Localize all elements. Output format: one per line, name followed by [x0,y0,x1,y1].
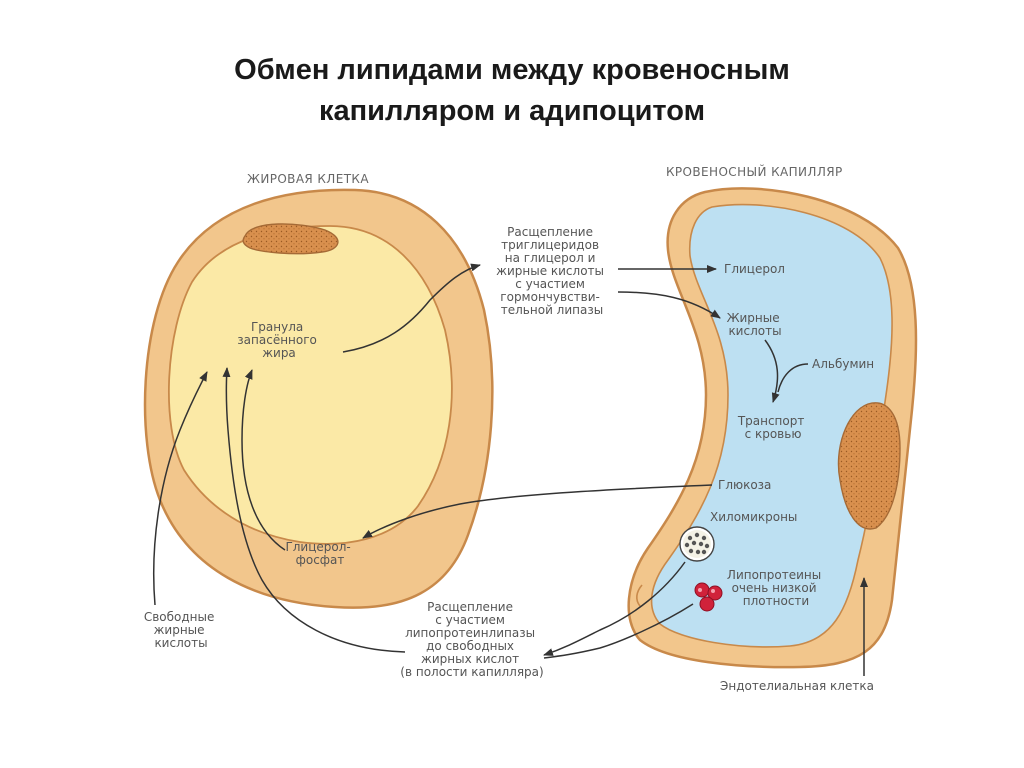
labels: ЖИРОВАЯ КЛЕТКА КРОВЕНОСНЫЙ КАПИЛЛЯР Гран… [144,164,874,693]
label-fat-cell: ЖИРОВАЯ КЛЕТКА [247,172,369,186]
endothelial-nucleus [837,402,901,530]
label-albumin: Альбумин [812,357,874,371]
chylomicron-particle [679,526,715,562]
title-line-1: Обмен липидами между кровеносным [234,54,790,86]
arrow-lpl-to-granule [222,367,406,653]
vldl-particles [694,582,723,612]
label-endothelial-cell: Эндотелиальная клетка [720,679,874,693]
label-free-fatty-acids: Свободные жирные кислоты [144,610,218,650]
arrow-vldl-to-lpl [543,603,694,659]
arrow-albumin-merge [777,363,809,393]
label-capillary: КРОВЕНОСНЫЙ КАПИЛЛЯР [666,164,843,179]
label-glycerol-phosphate: Глицерол- фосфат [285,540,354,567]
arrow-free-fatty-acids-to-granule [153,371,208,606]
arrow-fatty-acids-to-transport [764,339,780,403]
wall-fold [636,584,643,607]
diagram-title: Обмен липидами между кровеносным капилля… [0,50,1024,132]
fat-cell [143,188,494,609]
arrow-glycerol-phosphate-to-granule [241,369,286,551]
label-glycerol: Глицерол [724,262,785,276]
label-blood-transport: Транспорт с кровью [737,414,808,441]
arrow-glucose-to-glycerol-phosphate [362,484,713,539]
title-line-2: капилляром и адипоцитом [318,95,706,127]
label-fatty-acids: Жирные кислоты [727,311,784,338]
label-hsl-cleavage: Расщепление триглицеридов на глицерол и … [496,225,608,317]
label-glucose: Глюкоза [718,478,771,492]
arrows [153,263,868,676]
label-lpl-cleavage: Расщепление с участием липопротеинлипазы… [400,600,543,679]
label-fat-granule: Гранула запасённого жира [237,320,320,360]
label-vldl: Липопротеины очень низкой плотности [727,568,825,608]
arrow-to-fatty-acids [617,291,721,319]
fat-granule [168,225,453,545]
label-chylomicrons: Хиломикроны [710,510,797,524]
fat-cell-nucleus [242,223,339,255]
arrow-granule-to-cleavage [342,263,481,353]
arrow-chylomicron-to-lpl [543,561,686,656]
